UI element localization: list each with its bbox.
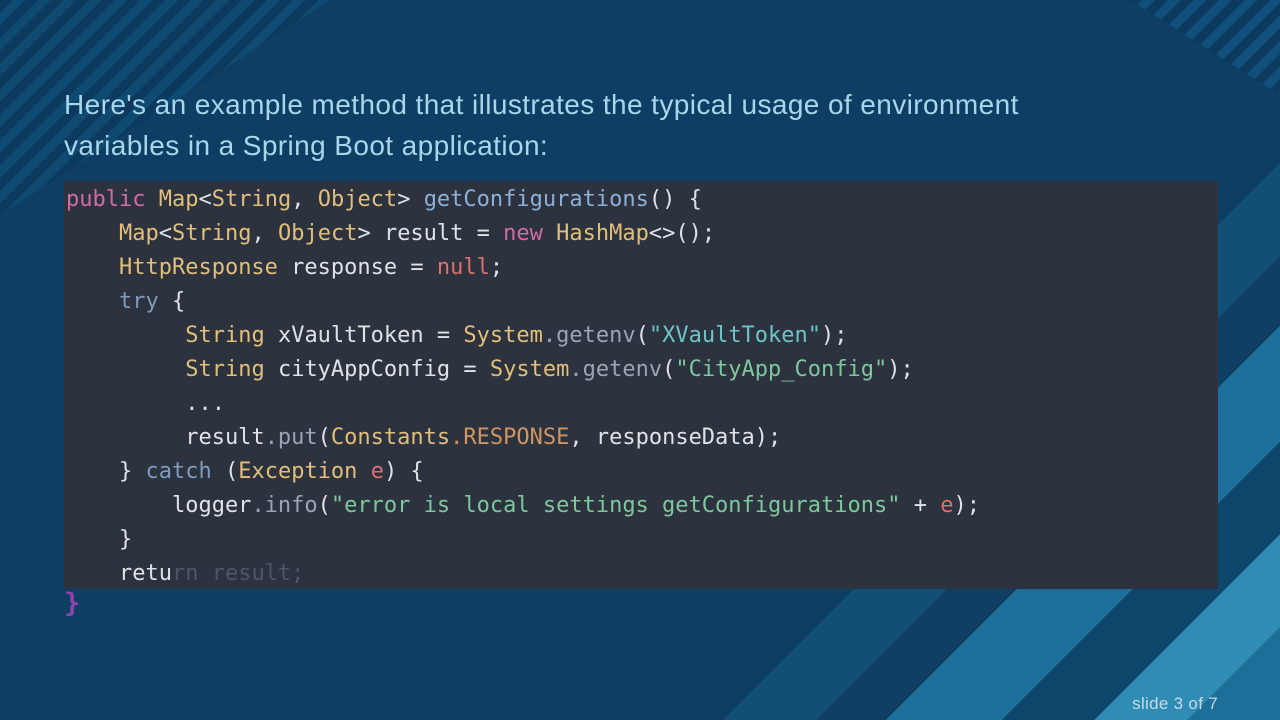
code-line: result.put(Constants.RESPONSE, responseD… [66, 425, 782, 450]
code-line: Map<String, Object> result = new HashMap… [118, 221, 716, 246]
heading-line-1: Here's an example method that illustrate… [64, 89, 1019, 120]
code-line: HttpResponse response = null; [118, 255, 504, 280]
heading-line-2: variables in a Spring Boot application: [64, 130, 549, 161]
slide-counter: slide 3 of 7 [1132, 694, 1218, 713]
code-line: ... [66, 391, 225, 416]
code-line: try { [118, 289, 186, 314]
slide-heading: Here's an example method that illustrate… [64, 84, 1204, 166]
code-line: logger.info("error is local settings get… [66, 493, 980, 518]
code-block: public Map<String, Object> getConfigurat… [64, 181, 1218, 589]
code-line: } [66, 527, 133, 552]
code-line: return result; [66, 561, 305, 586]
closing-brace: } [64, 588, 81, 619]
top-right-stripe-decoration [1130, 0, 1280, 95]
code-line: String cityAppConfig = System.getenv("Ci… [185, 357, 914, 382]
code-line: } catch (Exception e) { [66, 459, 424, 484]
code-line: public Map<String, Object> getConfigurat… [66, 187, 702, 212]
code-line: String xVaultToken = System.getenv("XVau… [185, 323, 848, 348]
